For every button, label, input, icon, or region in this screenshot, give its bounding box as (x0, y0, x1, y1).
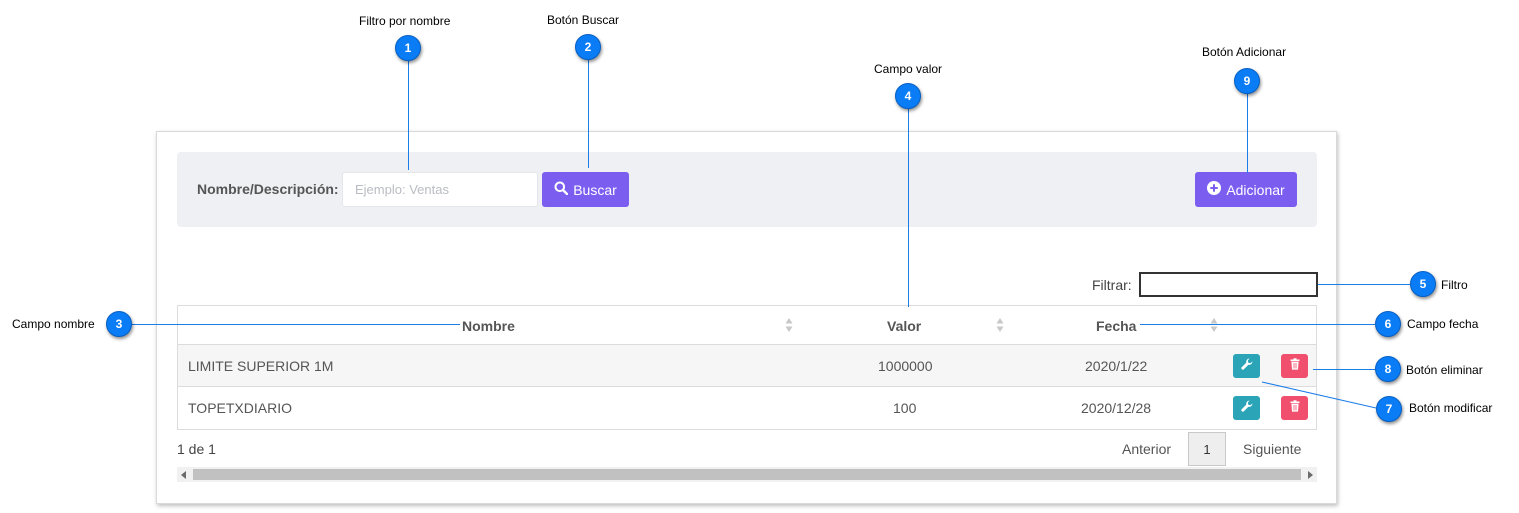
cell-valor: 100 (893, 400, 917, 416)
cell-nombre: TOPETXDIARIO (188, 400, 292, 416)
search-button[interactable]: Buscar (542, 172, 629, 207)
next-page-link[interactable]: Siguiente (1243, 441, 1302, 457)
annotation-label: Campo fecha (1407, 317, 1479, 331)
column-header-valor[interactable]: Valor (887, 318, 922, 334)
annotation-badge: 4 (895, 83, 921, 109)
annotation-badge: 9 (1234, 68, 1260, 94)
wrench-icon (1240, 399, 1253, 417)
sort-icon[interactable] (1210, 317, 1218, 333)
page-number: 1 (1203, 441, 1211, 457)
filter-input[interactable] (1139, 272, 1318, 297)
annotation-badge: 2 (575, 34, 601, 60)
add-button[interactable]: Adicionar (1195, 172, 1297, 207)
annotation-badge: 8 (1375, 356, 1401, 382)
cell-nombre: LIMITE SUPERIOR 1M (188, 358, 334, 374)
annotation-leader-line (1261, 381, 1377, 409)
annotation-leader-line (408, 60, 409, 170)
annotation-label: Filtro por nombre (359, 14, 451, 28)
cell-fecha: 2020/1/22 (1085, 358, 1148, 374)
annotation-leader-line (588, 60, 589, 168)
trash-icon (1290, 399, 1300, 417)
annotation-label: Filtro (1441, 278, 1468, 292)
annotation-label: Botón modificar (1409, 401, 1493, 415)
column-header-fecha[interactable]: Fecha (1096, 318, 1137, 334)
search-icon (554, 181, 569, 198)
pagination-info: 1 de 1 (177, 441, 216, 457)
table-header: Nombre Valor Fecha (178, 306, 1316, 345)
annotation-badge: 3 (106, 311, 132, 337)
scrollbar-thumb[interactable] (193, 469, 1301, 480)
annotation-leader-line (908, 108, 909, 307)
wrench-icon (1240, 357, 1253, 375)
table-row: LIMITE SUPERIOR 1M 1000000 2020/1/22 (178, 345, 1316, 387)
annotation-leader-line (1313, 369, 1376, 370)
search-input[interactable] (342, 172, 538, 207)
delete-button[interactable] (1281, 354, 1308, 378)
table-row: TOPETXDIARIO 100 2020/12/28 (178, 387, 1316, 429)
annotation-badge: 1 (395, 35, 421, 61)
annotation-badge: 6 (1375, 311, 1401, 337)
sort-icon[interactable] (785, 317, 793, 333)
trash-icon (1290, 357, 1300, 375)
prev-page-link[interactable]: Anterior (1122, 441, 1172, 457)
annotation-leader-line (1140, 324, 1375, 325)
data-table: Nombre Valor Fecha LIMITE SUPERIOR 1M 10… (177, 305, 1317, 430)
delete-button[interactable] (1281, 396, 1308, 420)
annotation-label: Campo nombre (12, 317, 95, 331)
annotation-badge: 5 (1410, 271, 1436, 297)
annotation-leader-line (132, 324, 460, 325)
horizontal-scrollbar[interactable] (177, 467, 1317, 482)
filter-label: Filtrar: (1092, 277, 1132, 293)
edit-button[interactable] (1233, 396, 1260, 420)
annotation-label: Campo valor (874, 62, 943, 76)
search-label: Nombre/Descripción: (197, 181, 339, 197)
edit-button[interactable] (1233, 354, 1260, 378)
annotation-badge: 7 (1376, 396, 1402, 422)
scroll-left-arrow-icon[interactable] (177, 467, 191, 482)
column-header-nombre[interactable]: Nombre (462, 318, 515, 334)
sort-icon[interactable] (996, 317, 1004, 333)
cell-fecha: 2020/12/28 (1081, 400, 1152, 416)
search-button-label: Buscar (573, 181, 617, 198)
annotation-leader-line (1318, 284, 1410, 285)
annotation-label: Botón Adicionar (1202, 45, 1287, 59)
annotation-label: Botón eliminar (1406, 363, 1483, 377)
scroll-right-arrow-icon[interactable] (1303, 467, 1317, 482)
cell-valor: 1000000 (878, 358, 933, 374)
plus-circle-icon (1207, 181, 1222, 198)
annotation-leader-line (1247, 93, 1248, 173)
page-number-button[interactable]: 1 (1188, 432, 1226, 466)
annotation-label: Botón Buscar (547, 13, 620, 27)
add-button-label: Adicionar (1226, 181, 1285, 198)
